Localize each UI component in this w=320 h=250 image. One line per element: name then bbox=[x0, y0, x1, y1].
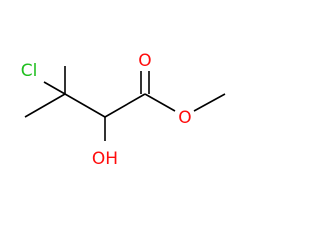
bond-c1-ester-oxygen bbox=[144, 93, 176, 112]
chemical-structure-diagram: Cl O O OH bbox=[21, 51, 226, 169]
carbonyl-oxygen-label: O bbox=[138, 51, 151, 71]
ester-oxygen-label: O bbox=[178, 108, 191, 128]
bond-c2-c1 bbox=[104, 93, 146, 118]
bond-c3-methyl-left bbox=[24, 93, 66, 118]
bond-ester-oxygen-methyl bbox=[193, 93, 226, 112]
hydroxyl-label: OH bbox=[92, 149, 118, 169]
bond-c3-c2 bbox=[64, 93, 106, 118]
bond-c3-chlorine bbox=[43, 81, 66, 95]
chlorine-label: Cl bbox=[21, 61, 38, 81]
